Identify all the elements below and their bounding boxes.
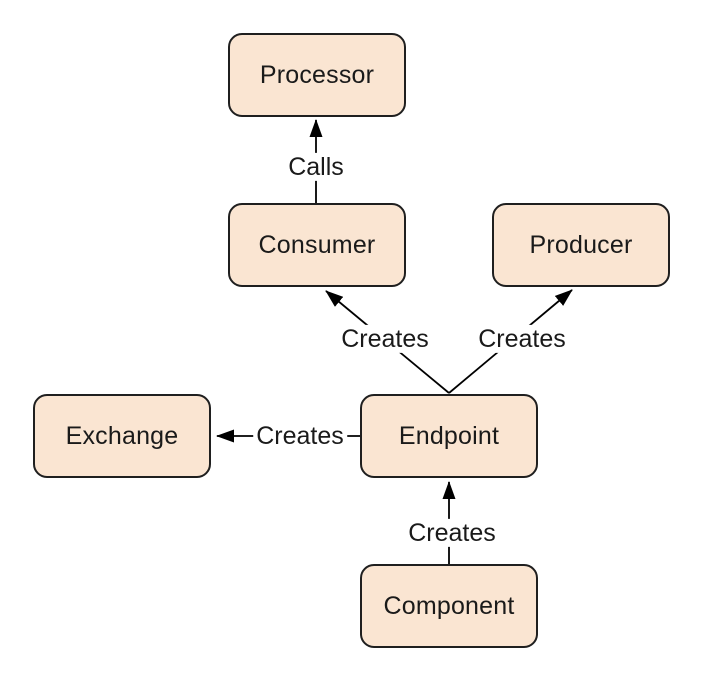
node-component: Component xyxy=(360,564,538,648)
node-consumer: Consumer xyxy=(228,203,406,287)
node-exchange: Exchange xyxy=(33,394,211,478)
node-component-label: Component xyxy=(383,591,515,620)
edge-label-creates-exchange: Creates xyxy=(253,421,347,451)
node-producer: Producer xyxy=(492,203,670,287)
edge-label-creates-consumer: Creates xyxy=(338,324,432,354)
node-endpoint-label: Endpoint xyxy=(398,421,500,450)
edge-label-creates-producer: Creates xyxy=(475,324,569,354)
edge-label-creates-endpoint: Creates xyxy=(405,518,499,548)
node-producer-label: Producer xyxy=(529,230,633,259)
node-processor-label: Processor xyxy=(259,60,375,89)
node-endpoint: Endpoint xyxy=(360,394,538,478)
edge-label-calls: Calls xyxy=(285,152,347,182)
node-processor: Processor xyxy=(228,33,406,117)
node-exchange-label: Exchange xyxy=(65,421,179,450)
node-consumer-label: Consumer xyxy=(258,230,376,259)
